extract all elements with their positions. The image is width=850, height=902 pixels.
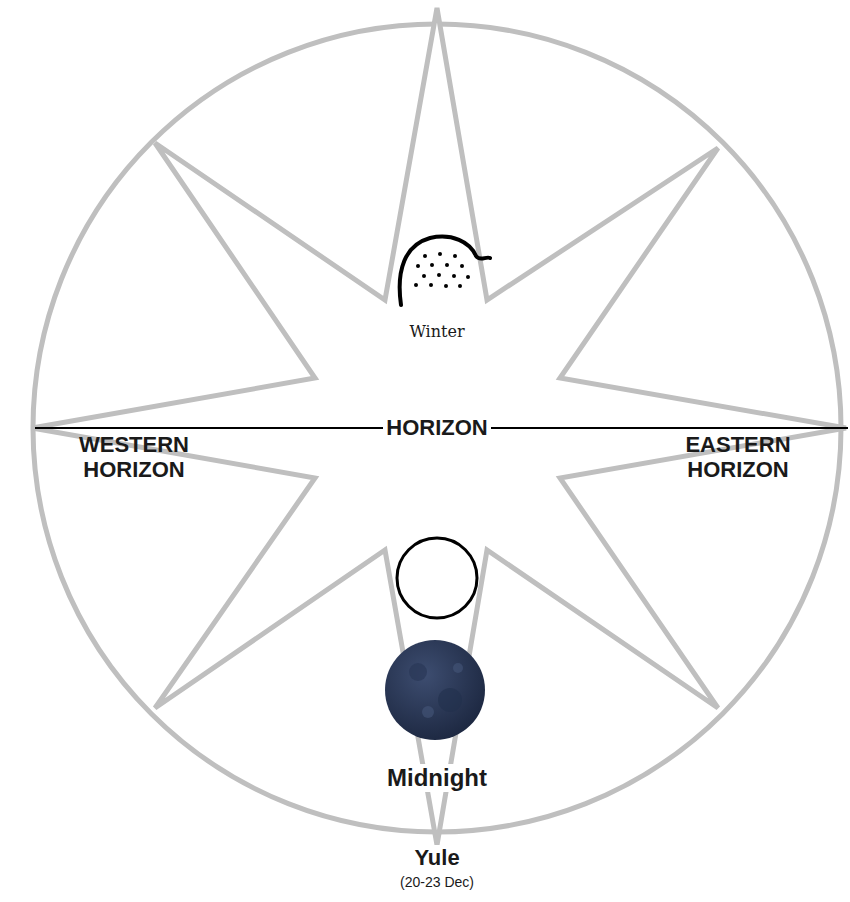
moon-symbol: [385, 640, 485, 740]
horizon-label: HORIZON: [383, 415, 490, 440]
winter-hood-symbol: [400, 237, 490, 305]
sun-circle: [397, 538, 477, 618]
western-horizon-label: WESTERN HORIZON: [59, 432, 209, 483]
eastern-horizon-label: EASTERN HORIZON: [663, 432, 813, 483]
date-label: (20-23 Dec): [400, 874, 474, 890]
eight-point-star: [32, 8, 846, 845]
festival-label: Yule: [411, 845, 462, 870]
time-label: Midnight: [384, 764, 490, 792]
season-label: Winter: [409, 323, 464, 341]
